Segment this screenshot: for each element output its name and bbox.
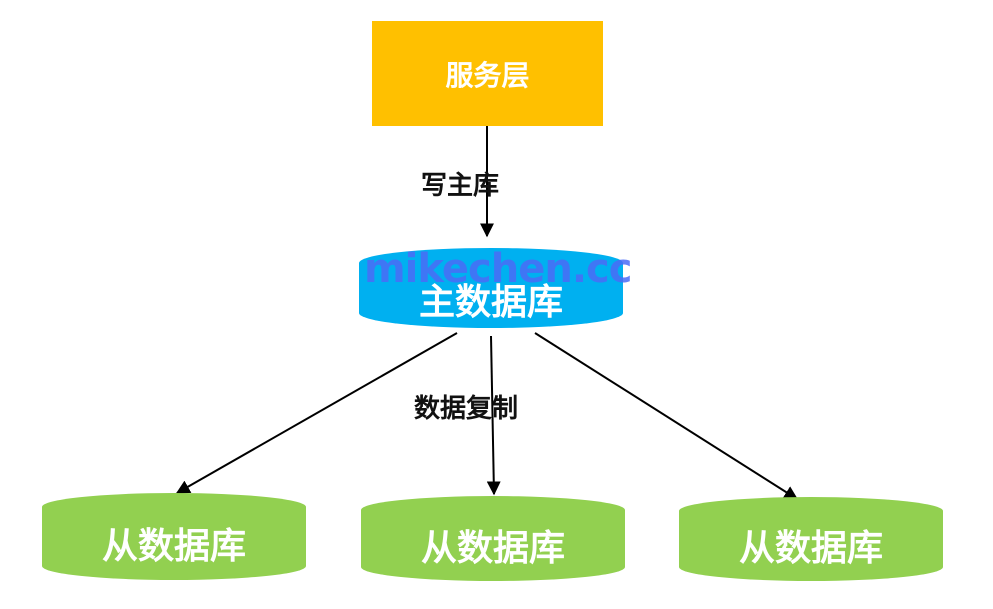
slave-db-cylinder-1 <box>42 493 306 580</box>
slave-db-cylinder-3 <box>679 497 943 581</box>
master-db-cylinder <box>359 248 623 328</box>
replication-edge-label: 数据复制 <box>414 394 519 424</box>
slave-db-label-2: 从数据库 <box>420 528 565 569</box>
slave-db-label-3: 从数据库 <box>738 528 883 569</box>
watermark-text: mikechen.cc <box>364 246 632 292</box>
write-edge-label: 写主库 <box>421 171 500 201</box>
replication-edge-center <box>486 335 501 496</box>
slave-db-label-1: 从数据库 <box>101 526 246 567</box>
master-db-label: 主数据库 <box>418 282 563 323</box>
service-layer-label: 服务层 <box>445 58 530 92</box>
replication-edge-left <box>175 332 458 494</box>
replication-edge-right <box>534 332 799 500</box>
slave-db-cylinder-2 <box>361 496 625 581</box>
service-layer-node: 服务层 <box>372 21 603 126</box>
